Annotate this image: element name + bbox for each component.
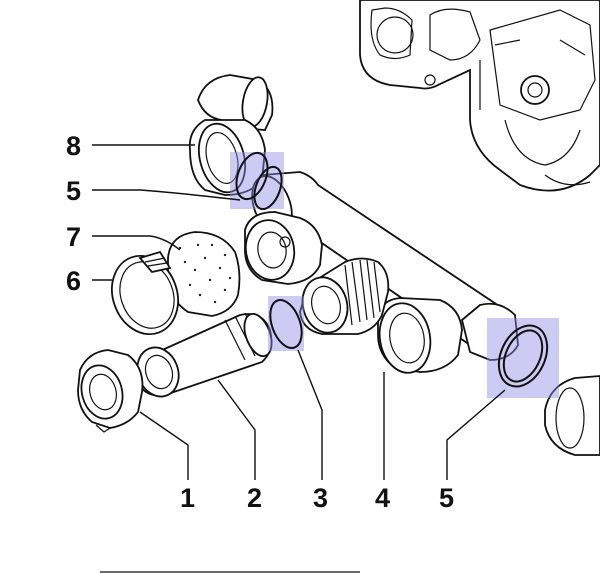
part-2-hose (136, 312, 273, 398)
callout-7: 7 (66, 222, 81, 252)
leader-5-left (92, 189, 241, 201)
callout-6: 6 (66, 266, 81, 296)
threaded-nipple (299, 257, 390, 335)
right-edge-fitting (544, 375, 600, 456)
highlight-oring-3 (268, 296, 304, 351)
leader-1 (139, 411, 189, 480)
tee-pipe (244, 171, 519, 374)
callout-8: 8 (66, 131, 81, 161)
highlight-oring-5-upper (230, 151, 284, 211)
callout-5-left: 5 (66, 176, 81, 206)
leader-3 (297, 349, 323, 480)
callout-2: 2 (247, 483, 262, 513)
part-7-strainer (167, 231, 241, 317)
leader-5-bottom (446, 389, 506, 480)
pump-body (359, 0, 600, 192)
leader-7 (92, 235, 181, 251)
callout-4: 4 (375, 483, 390, 513)
part-6-hose-clamp (111, 250, 179, 336)
highlight-oring-5-lower (487, 318, 559, 398)
part-8-elbow (188, 74, 274, 196)
leader-2 (217, 379, 256, 480)
leader-lines (92, 144, 506, 480)
callout-5-bottom: 5 (439, 483, 454, 513)
callout-1: 1 (180, 483, 195, 513)
callout-3: 3 (313, 483, 328, 513)
callout-numbers: 8 5 7 6 1 2 3 4 5 (66, 131, 454, 513)
part-1-nut (77, 349, 144, 433)
